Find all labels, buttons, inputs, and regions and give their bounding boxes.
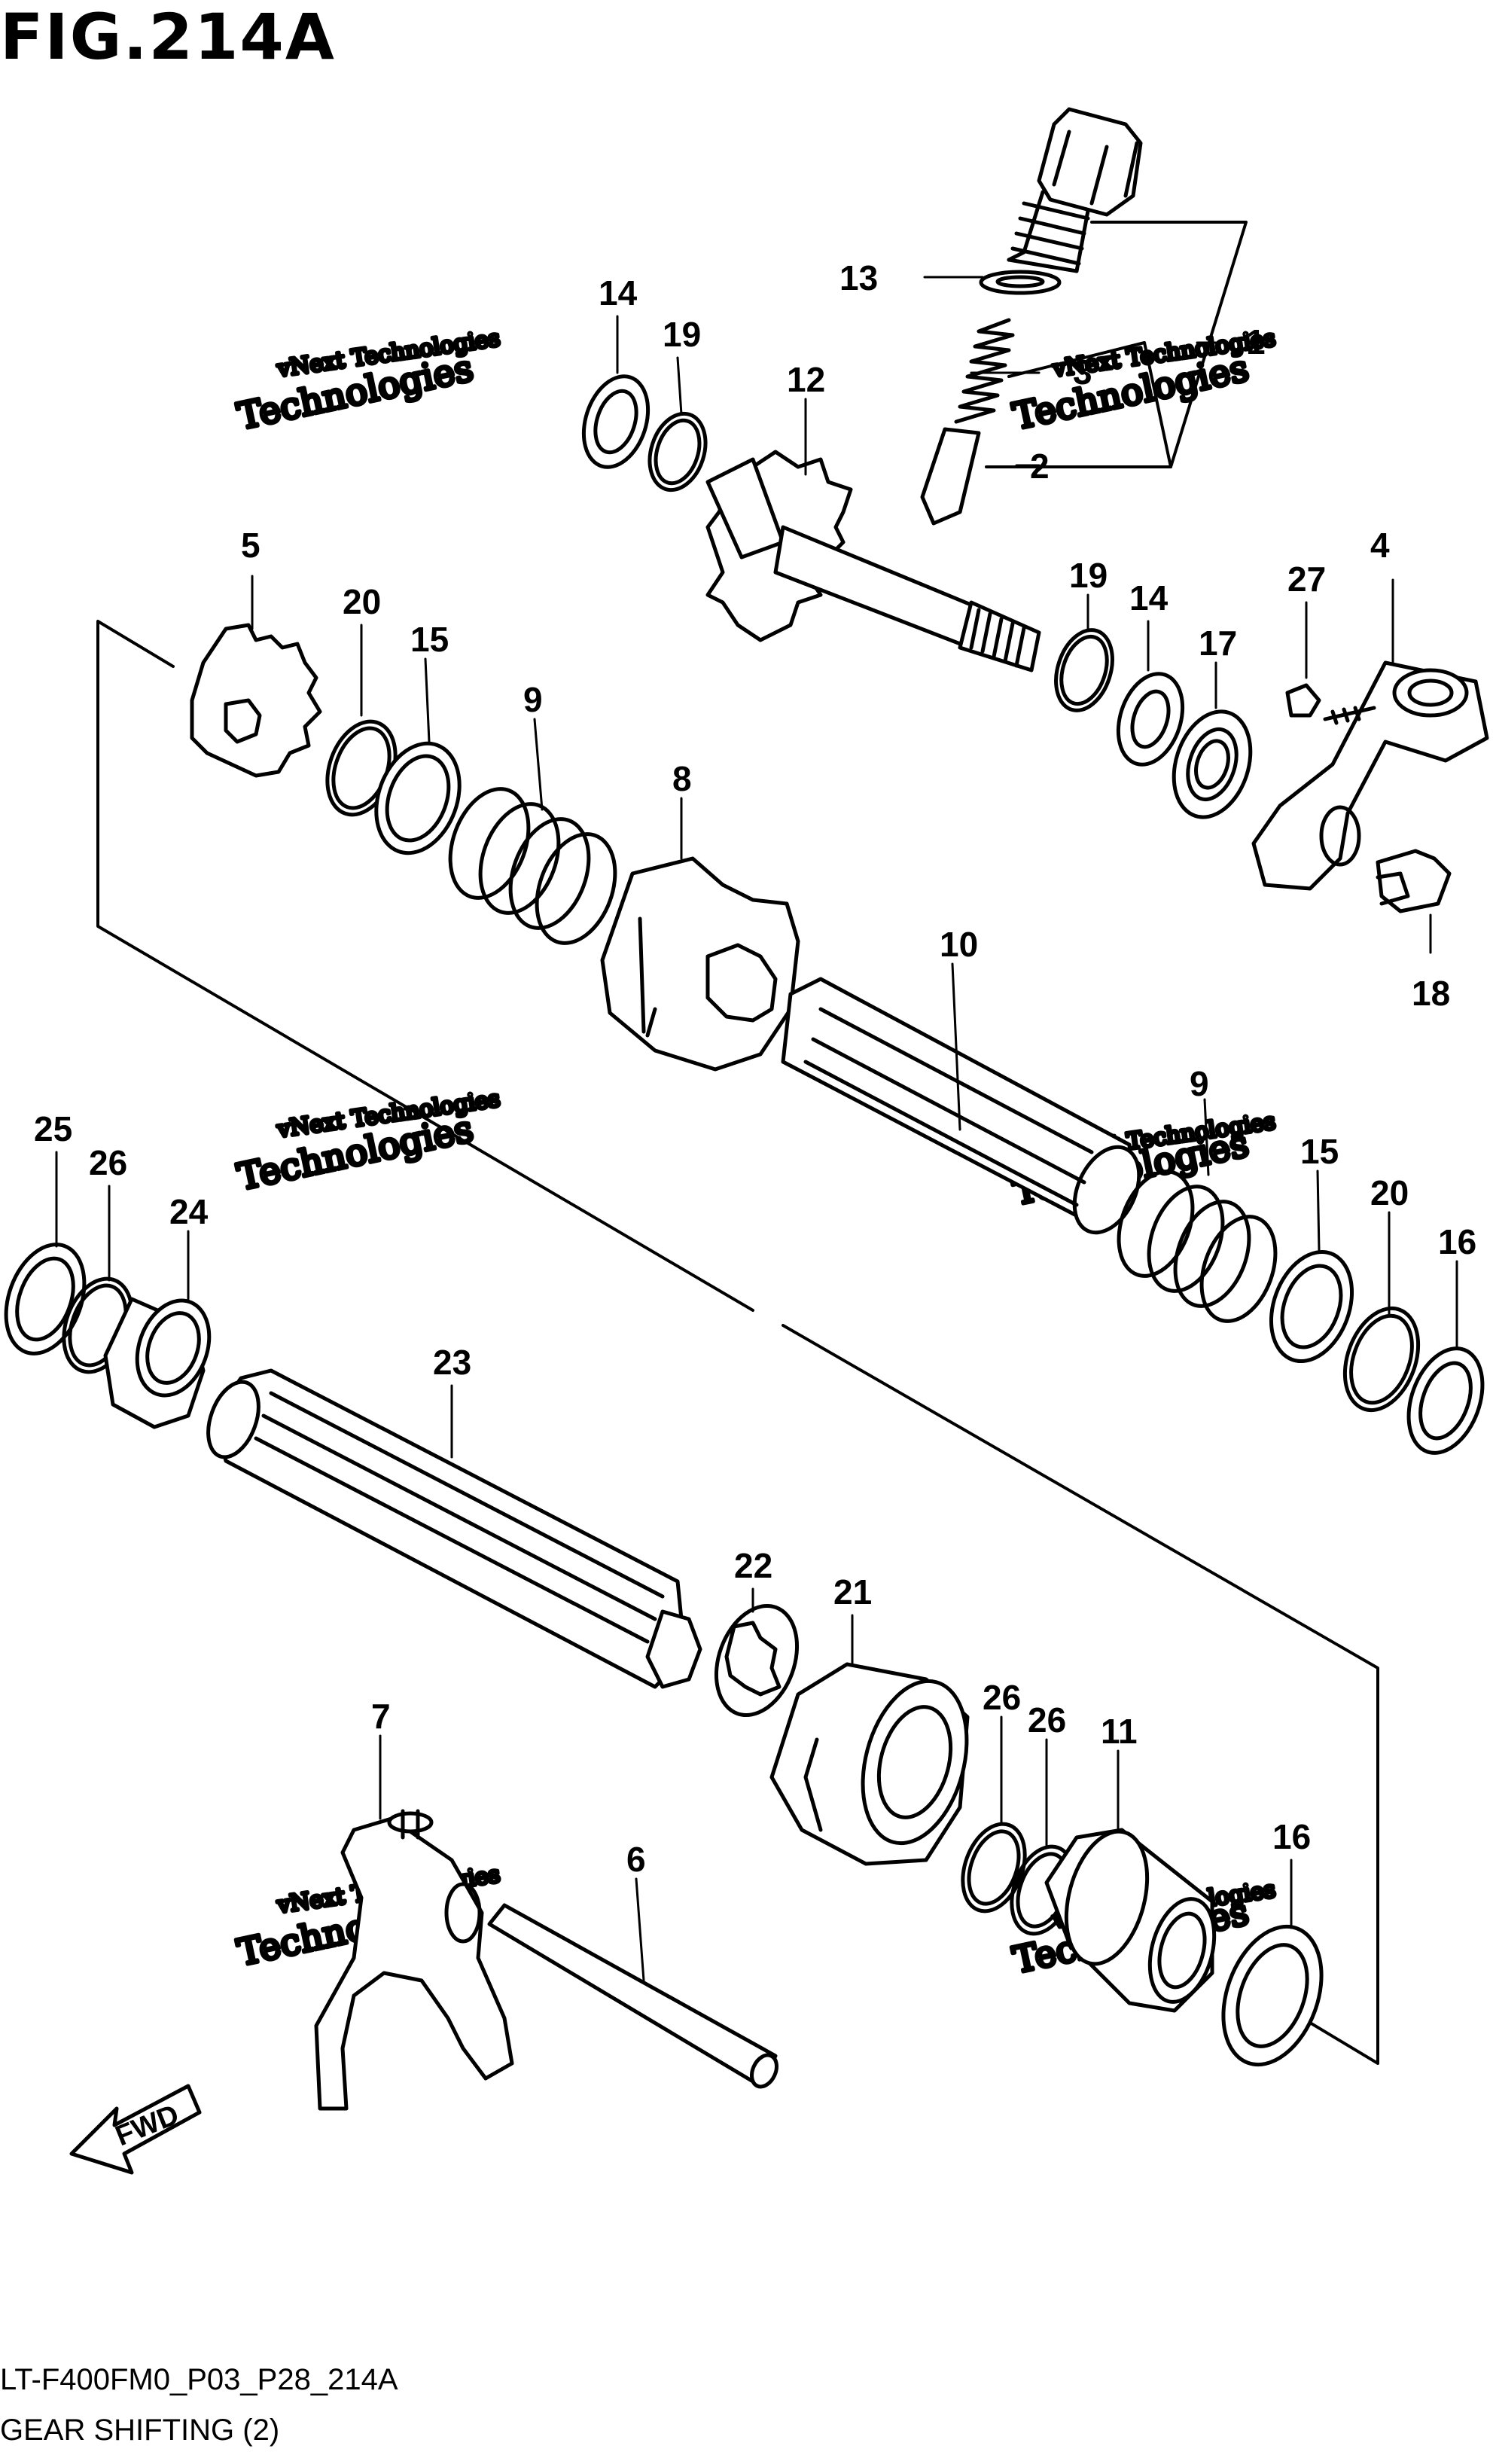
callout-27: 27 bbox=[1287, 560, 1326, 599]
pin-part-2 bbox=[920, 427, 981, 526]
callout-15-right: 15 bbox=[1300, 1132, 1339, 1171]
callout-4: 4 bbox=[1370, 526, 1390, 565]
nut-part-27 bbox=[1285, 683, 1321, 718]
callout-25: 25 bbox=[34, 1109, 72, 1148]
callout-18: 18 bbox=[1412, 974, 1450, 1013]
callout-17: 17 bbox=[1199, 624, 1237, 663]
callout-20-right: 20 bbox=[1370, 1173, 1409, 1212]
callout-26-left: 26 bbox=[89, 1143, 127, 1182]
callout-labels: 1 2 3 4 5 6 7 8 9 9 10 11 12 13 14 14 15… bbox=[34, 258, 1476, 1879]
bolt-part-18 bbox=[1376, 849, 1452, 913]
washer-part-16-bottom bbox=[1221, 1924, 1324, 2067]
callout-2: 2 bbox=[1030, 447, 1050, 486]
callout-19-top: 19 bbox=[663, 315, 701, 354]
figure-name: GEAR SHIFTING (2) bbox=[0, 2414, 280, 2447]
callout-22: 22 bbox=[734, 1546, 772, 1585]
fork-shaft-part-6 bbox=[487, 1903, 778, 2089]
shift-drum-part-21 bbox=[769, 1662, 970, 1866]
callout-6: 6 bbox=[626, 1840, 646, 1879]
washer-part-16-right bbox=[1406, 1346, 1485, 1455]
spring-part-9-left bbox=[448, 787, 617, 945]
callout-8: 8 bbox=[672, 759, 692, 798]
callout-14-right: 14 bbox=[1129, 578, 1169, 618]
callout-23: 23 bbox=[433, 1343, 471, 1382]
callout-11: 11 bbox=[1101, 1712, 1138, 1751]
washer-part-15-left bbox=[374, 741, 462, 855]
shift-arm-part-4 bbox=[1251, 660, 1489, 891]
stopper-plate-part-22 bbox=[714, 1603, 800, 1718]
figure-title: FIG.214A bbox=[0, 0, 336, 74]
bushing-part-24 bbox=[103, 1297, 212, 1429]
callout-12: 12 bbox=[787, 360, 825, 399]
washer-part-14-top bbox=[581, 374, 651, 469]
figure-code: LT-F400FM0_P03_P28_214A bbox=[0, 2363, 398, 2396]
cam-gear-part-5 bbox=[190, 623, 322, 778]
callout-9-left: 9 bbox=[523, 680, 543, 719]
callout-5: 5 bbox=[241, 526, 261, 565]
callout-7: 7 bbox=[371, 1697, 391, 1736]
callout-bracket-1 bbox=[985, 221, 1248, 468]
callout-16-right: 16 bbox=[1438, 1222, 1476, 1261]
washer-part-13 bbox=[979, 270, 1062, 295]
callout-16-bottom: 16 bbox=[1272, 1817, 1311, 1856]
callout-13: 13 bbox=[839, 258, 878, 297]
bearing-part-11 bbox=[1044, 1828, 1217, 2013]
callout-10: 10 bbox=[940, 925, 978, 964]
circlip-part-19-top bbox=[647, 411, 708, 492]
circlip-part-19-right bbox=[1054, 628, 1114, 712]
splined-shaft-part-10 bbox=[781, 977, 1141, 1235]
callout-21: 21 bbox=[833, 1572, 872, 1612]
cam-part-8 bbox=[600, 856, 800, 1072]
callout-14-top: 14 bbox=[599, 273, 638, 313]
callout-3: 3 bbox=[1073, 352, 1092, 392]
gearshift-shaft-part-12 bbox=[705, 450, 1041, 672]
splined-shaft-part-23 bbox=[206, 1368, 702, 1689]
callout-15-left: 15 bbox=[410, 620, 449, 659]
fwd-arrow-icon: FWD bbox=[69, 2084, 202, 2175]
leader-lines bbox=[55, 276, 1458, 1982]
washer-part-15-right bbox=[1269, 1249, 1354, 1364]
circlip-part-26-a bbox=[961, 1822, 1027, 1914]
assembly-frame-lines bbox=[96, 620, 1379, 2065]
shift-fork-part-7 bbox=[314, 1809, 514, 2111]
callout-26-b: 26 bbox=[1028, 1700, 1066, 1740]
spring-part-9-right bbox=[1117, 1169, 1278, 1323]
callout-20-left: 20 bbox=[343, 582, 381, 621]
bolt-part-1 bbox=[1007, 107, 1143, 273]
callout-1: 1 bbox=[1246, 322, 1266, 361]
callout-24: 24 bbox=[169, 1192, 209, 1231]
callout-26-a: 26 bbox=[983, 1678, 1021, 1717]
spring-part-3 bbox=[954, 318, 1015, 424]
callout-19-right: 19 bbox=[1069, 556, 1108, 595]
circlip-part-20-right bbox=[1342, 1306, 1421, 1413]
callout-9-right: 9 bbox=[1190, 1064, 1209, 1103]
